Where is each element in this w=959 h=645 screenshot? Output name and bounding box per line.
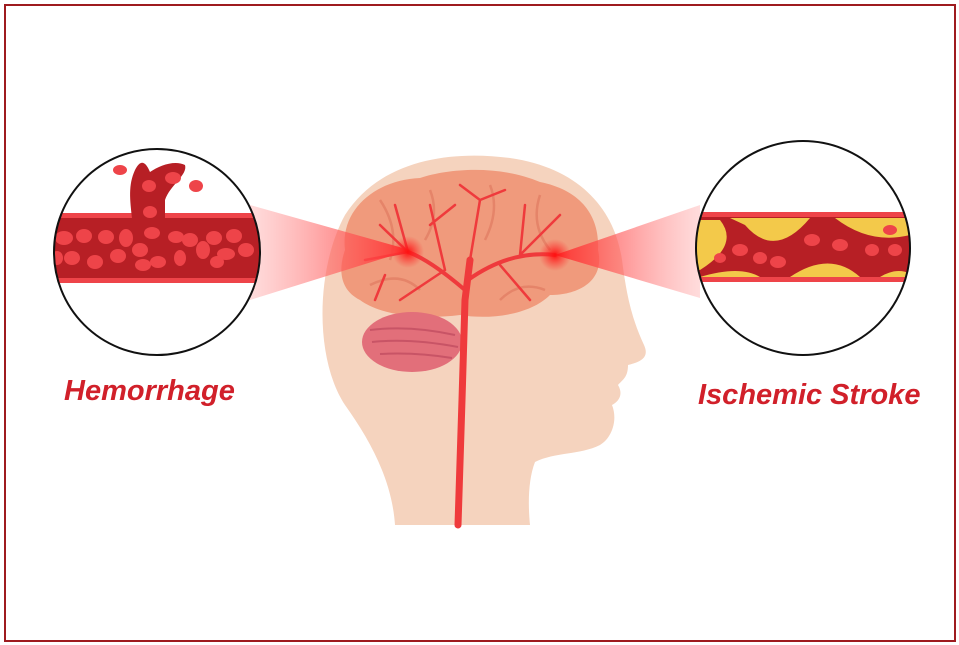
- hemorrhage-site: [392, 236, 424, 268]
- beam-right: [555, 205, 700, 298]
- diagram-frame: [4, 4, 956, 642]
- hemorrhage-label: Hemorrhage: [64, 375, 235, 407]
- ischemia-site: [539, 239, 571, 271]
- beam-left: [250, 205, 410, 300]
- hemorrhage-magnifier: [53, 148, 261, 356]
- brain: [341, 169, 600, 372]
- ischemic-magnifier: [695, 140, 911, 356]
- ischemic-stroke-label: Ischemic Stroke: [698, 379, 921, 411]
